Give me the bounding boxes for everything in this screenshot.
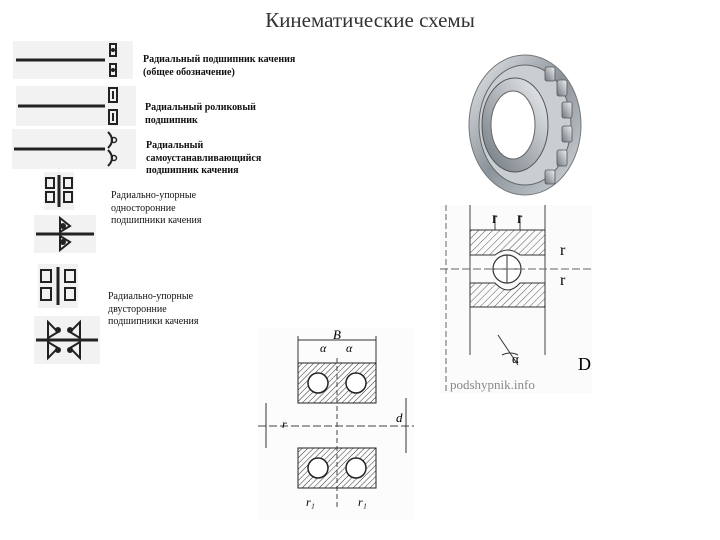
- dim-r-side1: r: [560, 242, 566, 259]
- label-radial-general: Радиальный подшипник качения (общее обоз…: [143, 54, 296, 78]
- label-angular-single: Радиально-упорные односторонние подшипни…: [111, 190, 202, 226]
- label-radial-roller: Радиальный роликовый подшипник: [145, 102, 256, 126]
- dim-r-left: r: [282, 417, 287, 431]
- page-title: Кинематические схемы: [265, 8, 475, 32]
- dim-r-top1: r: [492, 210, 498, 227]
- dim-D: D: [578, 354, 591, 374]
- double-row-bearing-drawing: B α α d r r₁ r₁: [258, 328, 414, 520]
- dim-alpha-right: α: [346, 341, 353, 355]
- label-self-aligning: Радиальный самоустанавливающийся подшипн…: [146, 140, 262, 176]
- dim-r-side2: r: [560, 272, 566, 289]
- dim-B: B: [333, 328, 341, 342]
- angular-contact-section-drawing: r r r r α D podshypnik.info: [440, 205, 592, 393]
- watermark: podshypnik.info: [450, 377, 535, 392]
- dim-r1-left: r₁: [306, 495, 315, 509]
- dim-alpha-left: α: [320, 341, 327, 355]
- bearing-symbol-strips: [12, 41, 136, 169]
- dim-r1-right: r₁: [358, 495, 367, 509]
- dim-r-top2: r: [517, 210, 523, 227]
- dim-alpha: α: [512, 351, 519, 366]
- label-angular-double: Радиально-упорные двусторонние подшипник…: [108, 291, 199, 327]
- roller-bearing-illustration: [468, 54, 582, 196]
- angular-contact-symbols: [34, 172, 100, 364]
- dim-d: d: [396, 410, 403, 425]
